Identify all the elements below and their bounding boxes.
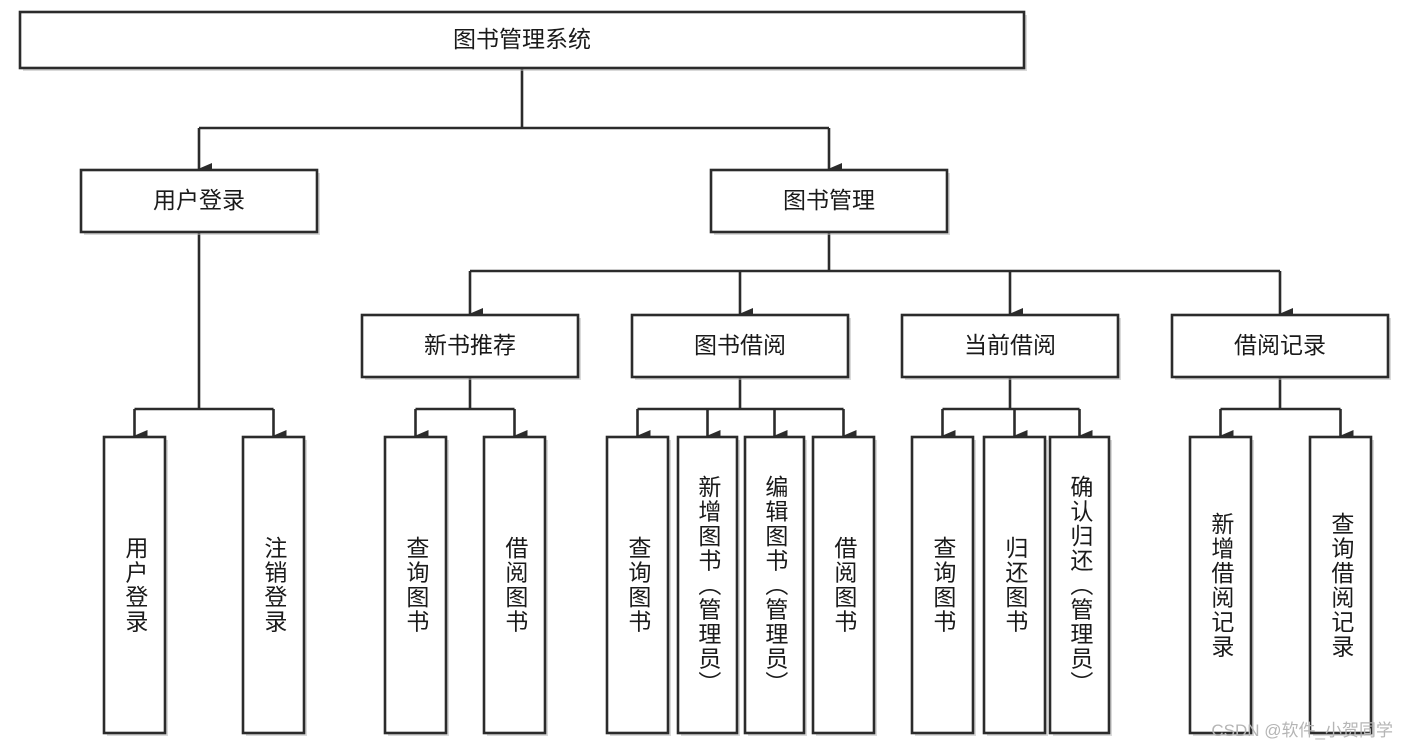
node-leaf-return-book[interactable] (982, 435, 1047, 735)
node-leaf-user-login[interactable] (102, 435, 167, 735)
node-leaf-user-logout[interactable] (241, 435, 306, 735)
node-book-manage[interactable] (709, 168, 949, 234)
node-leaf-query-book-1[interactable] (383, 435, 448, 735)
node-leaf-query-book-3[interactable] (910, 435, 975, 735)
node-leaf-edit-book[interactable] (743, 435, 806, 735)
node-label-user-login: 用户登录 (153, 187, 245, 213)
node-leaf-add-book[interactable] (676, 435, 739, 735)
node-leaf-add-record[interactable] (1188, 435, 1253, 735)
connectors-layer (133, 68, 1354, 442)
node-leaf-borrow-book-2[interactable] (811, 435, 876, 735)
node-label-root: 图书管理系统 (453, 26, 591, 52)
node-new-book-rec[interactable] (360, 313, 580, 379)
node-root[interactable] (18, 10, 1026, 70)
node-book-borrow[interactable] (630, 313, 850, 379)
node-label-new-book-rec: 新书推荐 (424, 332, 516, 358)
watermark: CSDN @软件_小贺同学 (1211, 721, 1393, 740)
node-borrow-record[interactable] (1170, 313, 1390, 379)
node-leaf-confirm-return[interactable] (1048, 435, 1111, 735)
node-leaf-query-book-2[interactable] (605, 435, 670, 735)
node-leaf-query-record[interactable] (1308, 435, 1373, 735)
node-label-book-manage: 图书管理 (783, 187, 875, 213)
node-user-login[interactable] (79, 168, 319, 234)
node-label-current-borrow: 当前借阅 (964, 332, 1056, 358)
node-current-borrow[interactable] (900, 313, 1120, 379)
node-label-borrow-record: 借阅记录 (1234, 332, 1326, 358)
node-leaf-borrow-book-1[interactable] (482, 435, 547, 735)
node-label-book-borrow: 图书借阅 (694, 332, 786, 358)
